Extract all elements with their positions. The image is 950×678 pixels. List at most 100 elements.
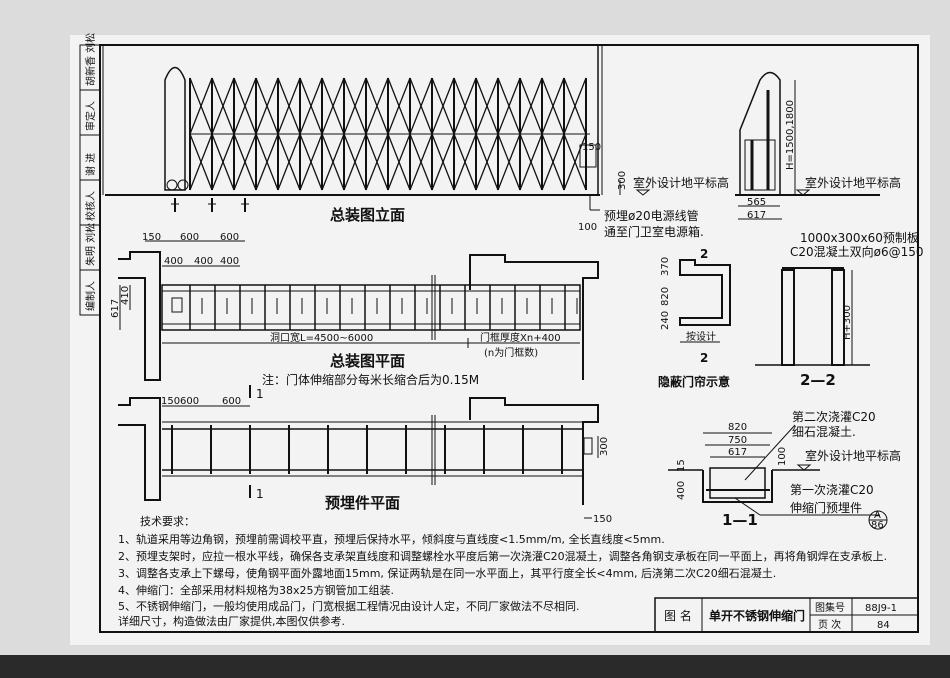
emb-dim: 600 xyxy=(222,396,241,407)
atlas-number: 88J9-1 xyxy=(865,603,897,614)
lattice-bar xyxy=(189,133,213,191)
embedded-plan-title: 预埋件平面 xyxy=(325,494,400,512)
plan-note: 注：门体伸缩部分每米长缩合后为0.15M xyxy=(262,372,479,387)
signature-cell: 校核人 xyxy=(84,191,97,221)
lattice-bar xyxy=(563,133,587,191)
gate-head-unit xyxy=(164,66,186,191)
lattice-bar xyxy=(497,77,521,135)
lattice-bar xyxy=(343,77,367,135)
conduit-note-2: 通至门卫室电源箱. xyxy=(604,224,704,239)
dim-300: 300 xyxy=(617,171,628,190)
lattice-bar xyxy=(431,133,455,191)
lattice-bar xyxy=(255,133,279,191)
ref-top: A xyxy=(874,510,881,521)
dim-617: 617 xyxy=(747,210,766,221)
lattice-bar xyxy=(541,77,565,135)
pit-dim: 240 xyxy=(660,311,671,330)
emb-dim: 150 xyxy=(161,396,180,407)
name-label: 图 名 xyxy=(664,608,692,623)
ground-label-left: 室外设计地平标高 xyxy=(633,175,729,190)
second-pour-note: 第二次浇灌C20 xyxy=(792,410,876,424)
lattice-bar xyxy=(365,77,389,135)
elevation-title: 总装图立面 xyxy=(330,206,405,224)
dim-100: 100 xyxy=(578,222,597,233)
lattice-bar xyxy=(211,133,235,191)
dim-400: 400 xyxy=(676,481,687,500)
gate-lattice xyxy=(171,77,590,212)
lattice-bar xyxy=(277,77,301,135)
height-label: H+300 xyxy=(842,305,853,340)
dim-617: 617 xyxy=(110,299,121,318)
requirement-item: 1、轨道采用等边角钢，预埋前需调校平直，预埋后保持水平，倾斜度与直线度<1.5m… xyxy=(118,532,665,546)
conduit-note: 预埋ø20电源线管 xyxy=(604,208,699,223)
pit-dim: 820 xyxy=(660,287,671,306)
section-mark: 2 xyxy=(700,351,708,365)
page-label: 页 次 xyxy=(818,618,841,631)
plan-title: 总装图平面 xyxy=(330,352,405,370)
scan-edge xyxy=(0,655,950,678)
wheel-icon xyxy=(177,179,189,191)
signature-cell: 编制人 xyxy=(84,281,97,311)
gate-side-profile xyxy=(739,71,781,195)
ground-label-right: 室外设计地平标高 xyxy=(805,175,901,190)
plan-dim: 400 xyxy=(194,256,213,267)
lattice-bar xyxy=(497,133,521,191)
lattice-bar xyxy=(299,133,323,191)
technical-requirements: 技术要求： 1、轨道采用等边角钢，预埋前需调校平直，预埋后保持水平，倾斜度与直线… xyxy=(118,515,887,628)
signature-cell: 谢 进 xyxy=(84,153,97,176)
section-mark: 1 xyxy=(256,487,264,501)
lattice-bar xyxy=(475,133,499,191)
lattice-bar xyxy=(519,77,543,135)
emb-dim: 600 xyxy=(180,396,199,407)
pit-dim: 370 xyxy=(660,257,671,276)
section-1-1: 820 750 617 15 400 100 第二次浇灌C20 细石混凝土. 室… xyxy=(668,410,901,531)
lattice-bar xyxy=(233,133,257,191)
section-2-2-title: 2—2 xyxy=(800,371,836,389)
plan-dim: 600 xyxy=(220,232,239,243)
signature-cell: 朱明 刘松 xyxy=(84,223,97,266)
by-design: 按设计 xyxy=(686,330,716,343)
lattice-bar xyxy=(321,77,345,135)
requirement-item: 4、伸缩门：全部采用材料规格为38x25方钢管加工组装. xyxy=(118,583,394,597)
wheel-icon xyxy=(166,179,178,191)
lattice-bar xyxy=(431,77,455,135)
requirements-heading: 技术要求： xyxy=(140,515,195,528)
frame-thickness: 门框厚度Xn+400 xyxy=(480,331,561,344)
atlas-label: 图集号 xyxy=(815,601,845,614)
lattice-bar xyxy=(233,77,257,135)
lattice-bar xyxy=(321,133,345,191)
lattice-bar xyxy=(343,133,367,191)
opening-width: 洞口宽L=4500~6000 xyxy=(270,331,373,344)
dim-820: 820 xyxy=(728,422,747,433)
plan-dim: 400 xyxy=(220,256,239,267)
lattice-bar xyxy=(541,133,565,191)
requirement-item: 2、预埋支架时，应拉一根水平线，确保各支承架直线度和调整螺栓水平度后第一次浇灌C… xyxy=(118,549,887,563)
section-2-2: H+300 1000x300x60预制板 C20混凝土双向ø6@150 2—2 xyxy=(755,231,924,389)
lattice-bar xyxy=(365,133,389,191)
lattice-bar xyxy=(409,133,433,191)
lattice-bar xyxy=(277,133,301,191)
lattice-bar xyxy=(189,77,213,135)
lattice-bar xyxy=(211,77,235,135)
requirement-item: 详细尺寸，构造做法由厂家提供,本图仅供参考. xyxy=(118,614,345,628)
embedded-part-note: 伸缩门预埋件 xyxy=(790,500,862,515)
dim-100: 100 xyxy=(777,447,788,466)
page-number: 84 xyxy=(877,620,890,631)
section-1-1-title: 1—1 xyxy=(722,511,758,529)
embedded-plan-view: 150 600 600 1 1 300 150 预埋件平面 xyxy=(118,385,612,525)
dim-617: 617 xyxy=(728,447,747,458)
requirement-item: 3、调整各支承上下螺母，使角钢平面外露地面15mm, 保证两轨是在同一水平面上，… xyxy=(118,566,776,580)
first-pour-note: 第一次浇灌C20 xyxy=(790,483,874,497)
lattice-bar xyxy=(519,133,543,191)
slab-note: 1000x300x60预制板 xyxy=(800,231,919,245)
hidden-pit-title: 隐蔽门帘示意 xyxy=(658,374,730,389)
frame-count-note: (n为门框数) xyxy=(484,346,538,359)
lattice-bar xyxy=(563,77,587,135)
dim-750: 750 xyxy=(728,435,747,446)
lattice-bar xyxy=(255,77,279,135)
dim-15: 15 xyxy=(676,459,687,472)
dim-150: 150 xyxy=(593,514,612,525)
lattice-bar xyxy=(387,133,411,191)
drawing-border xyxy=(99,44,919,633)
